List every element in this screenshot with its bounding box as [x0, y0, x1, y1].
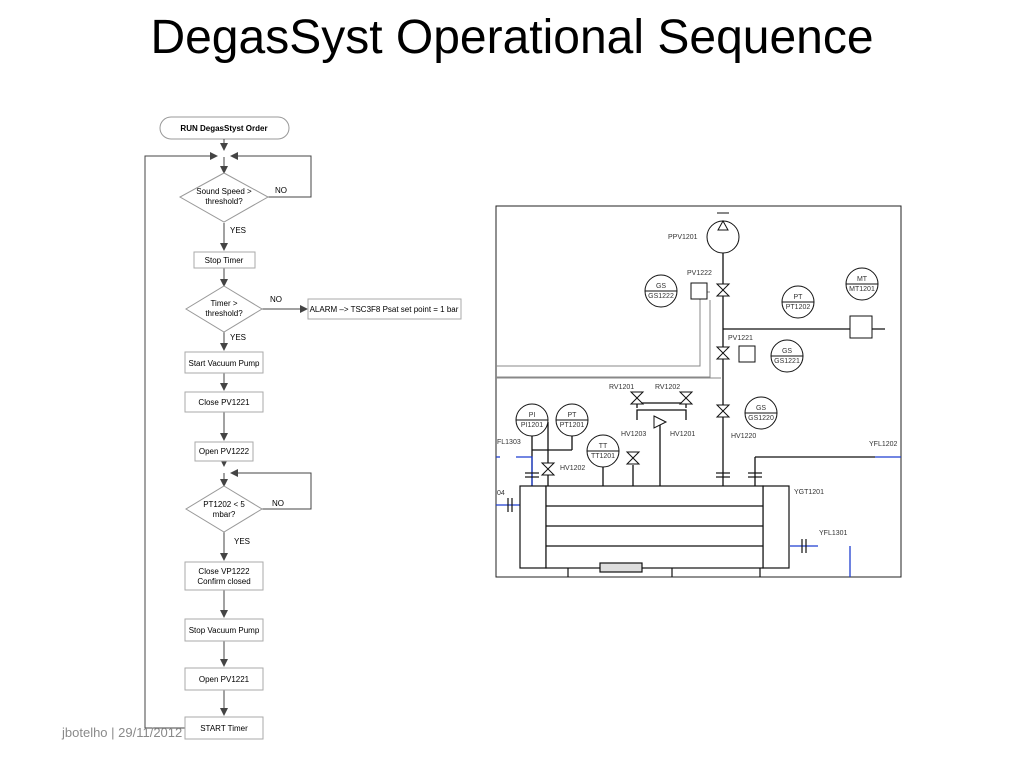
bubble-pi1201-top: PI [529, 412, 536, 419]
bubble-mt1201-top: MT [857, 276, 868, 283]
step-stop-timer: Stop Timer [205, 256, 244, 265]
start-label: RUN DegasStyst Order [180, 124, 267, 133]
alarm-label: ALARM –> TSC3F8 Psat set point = 1 bar [310, 305, 459, 314]
bubble-pi1201-bottom: PI1201 [521, 422, 543, 429]
step-close-pv1221: Close PV1221 [198, 398, 250, 407]
step-start-timer: START Timer [200, 724, 248, 733]
label-pv1221: PV1221 [728, 335, 753, 342]
step-start-vacuum-box [184, 351, 264, 374]
pid-frame [495, 205, 902, 578]
label-hv1202: HV1202 [560, 465, 585, 472]
decision-sound-speed: Sound Speed > threshold? [178, 172, 270, 223]
no-label-3: NO [272, 499, 284, 508]
bubble-pt1201-top: PT [568, 412, 578, 419]
label-yfl1202: YFL1202 [869, 441, 898, 448]
slide-title: DegasSyst Operational Sequence [150, 11, 874, 64]
decision-pt1202: PT1202 < 5 mbar? [185, 485, 263, 533]
decision-timer: Timer > threshold? [185, 285, 263, 333]
bubble-gs1220-bottom: GS1220 [748, 415, 774, 422]
bubble-tt1201-bottom: TT1201 [591, 453, 615, 460]
vacuum-pump-icon [706, 212, 740, 254]
alarm-box: ALARM –> TSC3F8 Psat set point = 1 bar [307, 298, 462, 320]
yes-label-2: YES [230, 333, 246, 342]
bubble-gs1221-bottom: GS1221 [774, 358, 800, 365]
bubble-gs1222-top: GS [656, 283, 666, 290]
decision-pt1202-line1: PT1202 < 5 [203, 500, 245, 509]
bubble-pt1201-bottom: PT1201 [560, 422, 585, 429]
step-start-vacuum: Start Vacuum Pump [189, 359, 261, 368]
step-open-pv1221: Open PV1221 [199, 675, 250, 684]
label-hv1203: HV1203 [621, 431, 646, 438]
step-close-pv1221-box [184, 391, 264, 413]
bubble-gs1222-bottom: GS1222 [648, 293, 674, 300]
no-label-2: NO [270, 295, 282, 304]
label-pv1222: PV1222 [687, 270, 712, 277]
label-ygt1201: YGT1201 [794, 489, 824, 496]
step-start-timer-box [184, 716, 264, 740]
footer-author-date: jbotelho | 29/11/2012 [62, 725, 183, 740]
bubble-mt1201-bottom: MT1201 [849, 286, 875, 293]
label-hv1220: HV1220 [731, 433, 756, 440]
label-yfl1301: YFL1301 [819, 530, 848, 537]
label-edge-04: 04 [497, 490, 505, 497]
decision-pt1202-line2: mbar? [213, 510, 236, 519]
step-stop-timer-box [193, 251, 256, 269]
label-rv1202: RV1202 [655, 384, 680, 391]
bubble-pt1202-bottom: PT1202 [786, 304, 811, 311]
yes-label-1: YES [230, 226, 246, 235]
heat-exchanger [519, 485, 790, 577]
decision-timer-line1: Timer > [210, 299, 237, 308]
no-label-1: NO [275, 186, 287, 195]
bubble-gs1220-top: GS [756, 405, 766, 412]
bubble-gs1221-top: GS [782, 348, 792, 355]
step-open-pv1222-box [194, 441, 254, 462]
connector-lines [144, 139, 312, 729]
step-open-pv1221-box [184, 667, 264, 691]
label-rv1201: RV1201 [609, 384, 634, 391]
bubble-pt1202-top: PT [794, 294, 804, 301]
step-close-vp1222-line2: Confirm closed [197, 577, 250, 586]
step-stop-vacuum-box [184, 618, 264, 642]
valve-icons [540, 283, 731, 476]
step-close-vp1222-box [184, 561, 264, 591]
decision-sound-speed-line1: Sound Speed > [196, 187, 252, 196]
label-ppv1201: PPV1201 [668, 234, 698, 241]
actuator-icons [690, 282, 873, 363]
step-close-vp1222-line1: Close VP1222 [198, 567, 250, 576]
yes-label-3: YES [234, 537, 250, 546]
label-hv1201: HV1201 [670, 431, 695, 438]
decision-timer-line2: threshold? [205, 309, 243, 318]
bubble-tt1201-top: TT [599, 443, 608, 450]
step-stop-vacuum: Stop Vacuum Pump [189, 626, 260, 635]
label-fl1303: FL1303 [497, 439, 521, 446]
step-open-pv1222: Open PV1222 [199, 447, 250, 456]
decision-sound-speed-line2: threshold? [205, 197, 243, 206]
